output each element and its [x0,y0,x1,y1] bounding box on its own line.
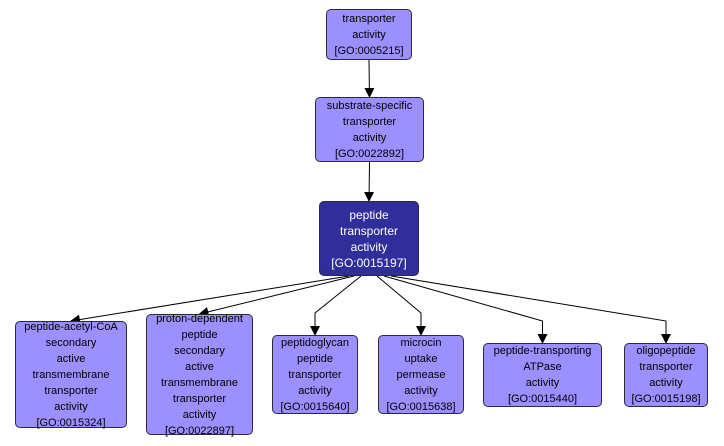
node-label-line: activity [404,384,438,397]
node-label-line: oligopeptide [636,345,696,357]
node-label-line: peptide-acetyl-CoA [24,320,118,333]
node-label-line: activity [649,377,683,389]
go-id-label: [GO:0015198] [631,393,701,405]
node-label-line: activity [525,377,560,389]
node-label-line: activity [182,408,217,421]
node-label-line: microcin [400,336,442,349]
node-label-line: peptidoglycan [281,336,349,349]
go-term-node-transporter-activity[interactable]: transporter activity [GO:0005215] [326,9,412,60]
go-term-node-substrate-specific-transporter-activity[interactable]: substrate-specific transporter activity [GO… [315,97,424,162]
node-label-line: transporter [342,12,396,25]
go-term-node-microcin-uptake-permease[interactable]: microcin uptake permease activity [GO:001563… [378,335,464,414]
go-id-label: [GO:0005215] [334,44,404,57]
edge-n0015197-to-n0015440 [383,275,548,344]
node-label-line: uptake [404,352,438,365]
node-label-line: permease [396,368,446,381]
go-term-node-peptidoglycan-peptide-transporter[interactable]: peptidoglycan peptide transporter activity [… [272,335,358,414]
go-term-node-peptide-acetyl-coa-transporter[interactable]: peptide-acetyl-CoA secondary active transme… [15,320,127,429]
edge-n0015197-to-n0015638 [376,275,426,336]
edge-n0015197-to-n0015198 [390,275,671,344]
node-label-line: proton-dependent [156,312,243,325]
node-label-line: transporter [44,384,98,397]
node-label-line: transmembrane [160,376,239,389]
edge-n0015197-to-n0015324 [70,275,350,325]
node-label-line: activity [350,239,388,254]
node-label-line: activity [298,384,332,397]
node-label-line: activity [352,131,387,144]
edge-n0022892-to-n0015197 [364,161,375,202]
node-label-line: peptide [296,352,334,365]
node-label-line: peptide-transporting [493,345,592,357]
go-term-node-proton-dependent-peptide-transporter[interactable]: proton-dependent peptide secondary active tr… [146,312,253,437]
node-label-line: active [56,352,86,365]
node-label-line: transporter [342,115,397,128]
node-label-line: activity [352,28,386,41]
go-id-label: [GO:0015640] [280,400,350,413]
node-label-line: substrate-specific [326,99,413,112]
node-label-line: active [185,360,214,373]
go-id-label: [GO:0015638] [386,400,456,413]
go-id-label: [GO:0015324] [36,416,106,429]
go-id-label: [GO:0022897] [164,424,235,437]
node-label-line: ATPase [523,361,562,373]
node-label-line: transporter [639,361,693,373]
edge-n0015197-to-n0022897 [198,275,355,317]
go-id-label: [GO:0015440] [507,393,578,405]
edge-n0015197-to-n0015640 [310,275,362,336]
node-label-line: transporter [288,368,342,381]
edge-n0005215-to-n0022892 [364,59,375,98]
node-label-line: activity [54,400,88,413]
go-id-label: [GO:0022892] [334,147,405,160]
node-label-line: secondary [45,336,97,349]
node-label-line: secondary [174,344,225,357]
go-id-label: [GO:0015197] [331,255,407,270]
node-label-line: transporter [172,392,227,405]
go-term-node-oligopeptide-transporter[interactable]: oligopeptide transporter activity [GO:00151… [624,343,708,407]
node-label-line: transmembrane [32,368,110,381]
node-label-line: transporter [339,223,399,238]
node-label-line: peptide [181,328,218,341]
node-label-line: peptide [349,207,389,222]
